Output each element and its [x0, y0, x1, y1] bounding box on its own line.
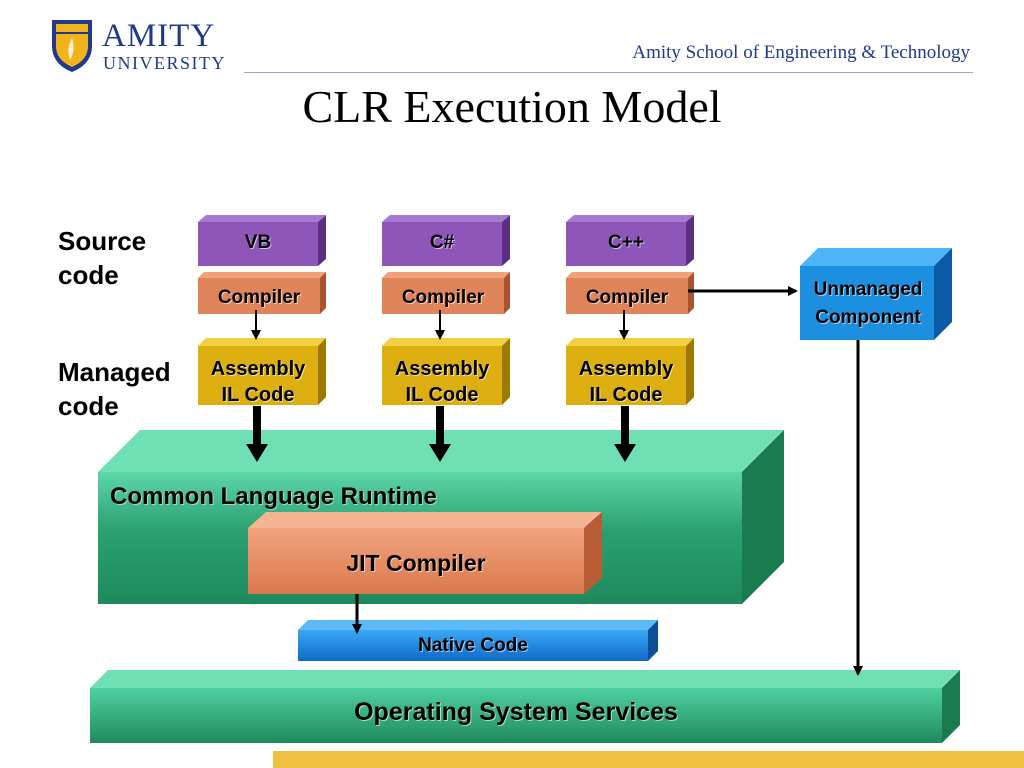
unmanaged-line1: Unmanaged: [813, 279, 923, 300]
csharp-compiler-label: Compiler: [401, 287, 485, 308]
csharp-column: [382, 215, 510, 405]
vb-assembly-label: Assembly IL Code: [194, 354, 322, 410]
cpp-assembly-line1: Assembly: [578, 358, 674, 380]
jit-compiler-label: JIT Compiler: [346, 549, 486, 576]
cpp-assembly-line2: IL Code: [589, 384, 663, 406]
unmanaged-component-block: [800, 248, 952, 340]
university-logo: AMITY UNIVERSITY: [48, 16, 238, 76]
header-divider: [244, 72, 973, 73]
vb-assembly-line1: Assembly: [210, 358, 306, 380]
assembly-to-clr-arrows: [246, 406, 636, 462]
managed-code-label-line2: code: [58, 391, 119, 421]
logo-text: AMITY: [102, 18, 216, 54]
vb-compiler-label: Compiler: [217, 287, 301, 308]
page-title: CLR Execution Model: [302, 81, 722, 132]
footer-accent-bar: [273, 751, 1024, 768]
unmanaged-label: Unmanaged Component: [800, 276, 936, 332]
compile-arrows: [251, 310, 629, 340]
native-code-label: Native Code: [418, 635, 528, 656]
cpp-compiler-label: Compiler: [585, 287, 669, 308]
source-code-label-line1: Source: [58, 226, 147, 256]
lang-cpp-label: C++: [608, 232, 644, 253]
csharp-assembly-label: Assembly IL Code: [378, 354, 506, 410]
native-code-block: [298, 620, 658, 661]
unmanaged-line2: Component: [815, 307, 921, 328]
managed-code-label-line1: Managed: [58, 357, 171, 387]
csharp-assembly-line1: Assembly: [394, 358, 490, 380]
cpp-column: [566, 215, 694, 405]
clr-label: Common Language Runtime: [110, 483, 437, 510]
csharp-assembly-line2: IL Code: [405, 384, 479, 406]
lang-csharp-label: C#: [429, 232, 455, 253]
jit-compiler-block: [248, 512, 602, 594]
vb-column: [198, 215, 326, 405]
logo-subtext: UNIVERSITY: [103, 53, 226, 73]
shield-icon: [52, 20, 92, 72]
source-code-label: Source code: [58, 224, 146, 292]
vb-assembly-line2: IL Code: [221, 384, 295, 406]
source-code-label-line2: code: [58, 260, 119, 290]
cpp-assembly-label: Assembly IL Code: [562, 354, 690, 410]
os-services-label: Operating System Services: [354, 697, 678, 726]
school-name: Amity School of Engineering & Technology: [632, 42, 970, 63]
lang-vb-label: VB: [244, 232, 272, 253]
managed-code-label: Managed code: [58, 355, 171, 423]
os-services-block: [90, 670, 960, 743]
